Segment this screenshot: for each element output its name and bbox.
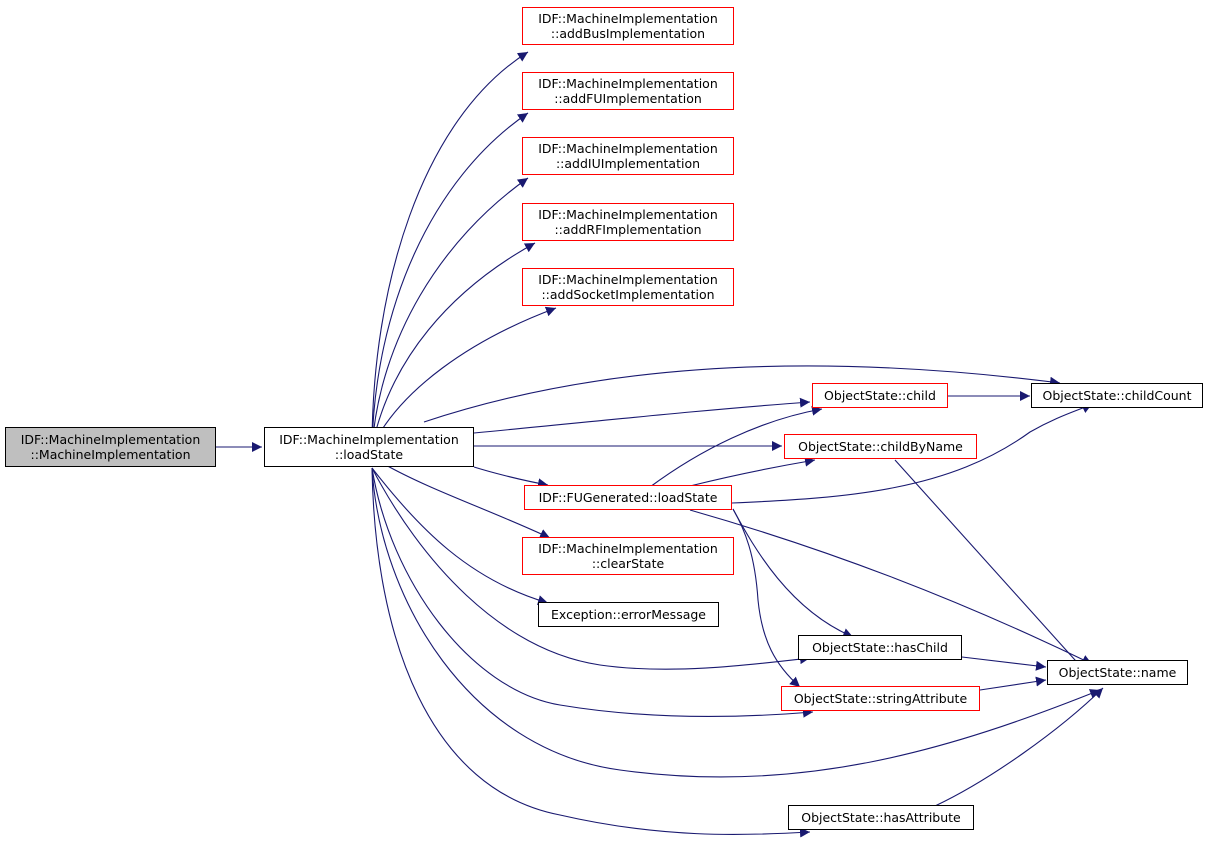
node-loadstate[interactable]: IDF::MachineImplementation ::loadState xyxy=(264,427,474,467)
node-objectstate-name[interactable]: ObjectState::name xyxy=(1047,660,1188,685)
node-label-line1: IDF::MachineImplementation xyxy=(538,272,718,287)
node-exception-errormessage[interactable]: Exception::errorMessage xyxy=(538,602,719,627)
edge-loadstate-addbus xyxy=(371,51,529,448)
edge-loadstate-clearstate xyxy=(383,463,551,539)
node-objectstate-stringattribute[interactable]: ObjectState::stringAttribute xyxy=(781,686,980,711)
edge-loadstate-fuloadstate xyxy=(473,466,549,489)
edge-loadstate-addsocket xyxy=(371,306,557,448)
edge-loadstate-childcount xyxy=(423,365,1061,423)
node-label-line2: ::clearState xyxy=(591,556,665,571)
node-label: ObjectState::childByName xyxy=(798,439,963,454)
node-objectstate-child[interactable]: ObjectState::child xyxy=(812,383,948,408)
node-add-socket-implementation[interactable]: IDF::MachineImplementation ::addSocketIm… xyxy=(522,268,734,306)
node-objectstate-hasattribute[interactable]: ObjectState::hasAttribute xyxy=(788,805,974,830)
node-add-iu-implementation[interactable]: IDF::MachineImplementation ::addIUImplem… xyxy=(522,137,734,175)
node-objectstate-childcount[interactable]: ObjectState::childCount xyxy=(1031,383,1203,408)
node-label-line1: IDF::MachineImplementation xyxy=(538,541,718,556)
node-label-line2: ::addSocketImplementation xyxy=(541,287,715,302)
edge-fuloadstate-name xyxy=(689,509,1093,665)
node-label: ObjectState::hasAttribute xyxy=(801,810,961,825)
node-objectstate-childbyname[interactable]: ObjectState::childByName xyxy=(784,434,977,459)
node-label-line2: ::addFUImplementation xyxy=(554,91,702,106)
node-label-line2: ::addIUImplementation xyxy=(555,156,701,171)
edge-loadstate-addiu xyxy=(371,177,529,448)
edge-loadstate-child xyxy=(473,397,811,434)
edge-fuloadstate-stringattribute xyxy=(732,508,801,688)
edge-haschild-name xyxy=(961,656,1047,671)
node-label: ObjectState::child xyxy=(824,388,936,403)
node-fugenerated-loadstate[interactable]: IDF::FUGenerated::loadState xyxy=(524,485,732,510)
edge-childbyname-name xyxy=(894,459,1094,681)
node-label-line1: IDF::MachineImplementation xyxy=(279,432,459,447)
node-label-line1: IDF::MachineImplementation xyxy=(538,76,718,91)
edge-loadstate-errormessage xyxy=(371,467,549,605)
node-label-line1: IDF::MachineImplementation xyxy=(538,11,718,26)
edge-loadstate-name xyxy=(371,467,1101,778)
edge-fuloadstate-child xyxy=(649,405,823,488)
node-clear-state[interactable]: IDF::MachineImplementation ::clearState xyxy=(522,537,734,575)
node-objectstate-haschild[interactable]: ObjectState::hasChild xyxy=(798,635,962,660)
node-label-line2: ::MachineImplementation xyxy=(30,447,191,462)
node-label-line1: IDF::MachineImplementation xyxy=(20,432,201,447)
node-machine-implementation-ctor[interactable]: IDF::MachineImplementation ::MachineImpl… xyxy=(5,427,216,467)
edge-fuloadstate-childbyname xyxy=(689,456,816,487)
edge-loadstate-addfu xyxy=(371,112,529,448)
node-label: IDF::FUGenerated::loadState xyxy=(538,490,718,505)
node-label-line2: ::addBusImplementation xyxy=(550,26,706,41)
node-label-line1: IDF::MachineImplementation xyxy=(538,141,718,156)
edge-fuloadstate-childcount xyxy=(731,403,1093,504)
node-label: Exception::errorMessage xyxy=(551,607,706,622)
node-label: ObjectState::name xyxy=(1058,665,1177,680)
edge-stringattribute-name xyxy=(979,676,1047,691)
edge-loadstate-hasattribute xyxy=(371,467,811,838)
node-label: ObjectState::stringAttribute xyxy=(793,691,968,706)
node-label: ObjectState::childCount xyxy=(1042,388,1192,403)
node-label-line1: IDF::MachineImplementation xyxy=(538,207,718,222)
edge-loadstate-haschild xyxy=(371,467,811,670)
node-add-bus-implementation[interactable]: IDF::MachineImplementation ::addBusImple… xyxy=(522,7,734,45)
node-label: ObjectState::hasChild xyxy=(812,640,948,655)
edge-hasattribute-name xyxy=(934,687,1104,807)
node-label-line2: ::addRFImplementation xyxy=(554,222,702,237)
node-add-rf-implementation[interactable]: IDF::MachineImplementation ::addRFImplem… xyxy=(522,203,734,241)
edge-loadstate-stringattribute xyxy=(371,467,814,718)
node-add-fu-implementation[interactable]: IDF::MachineImplementation ::addFUImplem… xyxy=(522,72,734,110)
edge-loadstate-addrf xyxy=(371,242,536,448)
node-label-line2: ::loadState xyxy=(334,447,404,462)
